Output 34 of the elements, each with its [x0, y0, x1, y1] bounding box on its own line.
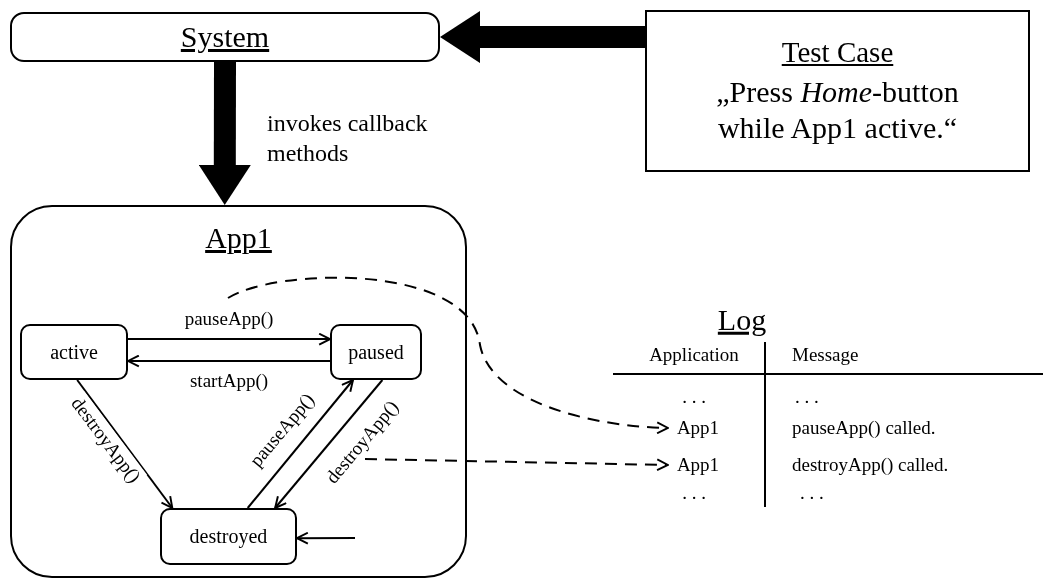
log-title: Log [717, 302, 767, 338]
arrow [76, 379, 174, 509]
heading-text: Test Case [781, 36, 894, 70]
system-box [10, 12, 440, 62]
ellipsis-text: . . . [800, 482, 824, 504]
arrow [127, 332, 331, 346]
arrow [246, 379, 354, 509]
state-box [20, 324, 128, 380]
state-box [330, 324, 422, 380]
test-case-box [645, 10, 1030, 172]
log-message: destroyApp() called. [792, 454, 949, 476]
app-container [10, 205, 467, 578]
state-label: paused [348, 340, 404, 364]
dashed-arrow [364, 458, 669, 472]
state-label: active [50, 340, 98, 364]
block-arrow [440, 11, 645, 63]
quote-text: „Press Home-button while App1 active.“ [715, 73, 960, 146]
dashed-arrow [227, 276, 669, 434]
block-arrow [198, 61, 251, 205]
column-header: Application [649, 344, 739, 366]
state-label: destroyed [189, 525, 268, 548]
ellipsis-text: . . . [682, 482, 706, 504]
heading-text: System [180, 19, 270, 55]
arrow [127, 354, 331, 368]
log-cell-text: App1 [668, 416, 728, 440]
ellipsis-text: . . . [795, 386, 819, 408]
state-box [160, 508, 297, 565]
arrow [296, 531, 356, 545]
column-header: Message [792, 344, 859, 366]
heading-text: App1 [205, 221, 272, 256]
arrow [274, 379, 384, 509]
log-cell-text: App1 [668, 453, 728, 477]
log-message: pauseApp() called. [792, 417, 936, 439]
ellipsis-text: . . . [682, 386, 706, 408]
